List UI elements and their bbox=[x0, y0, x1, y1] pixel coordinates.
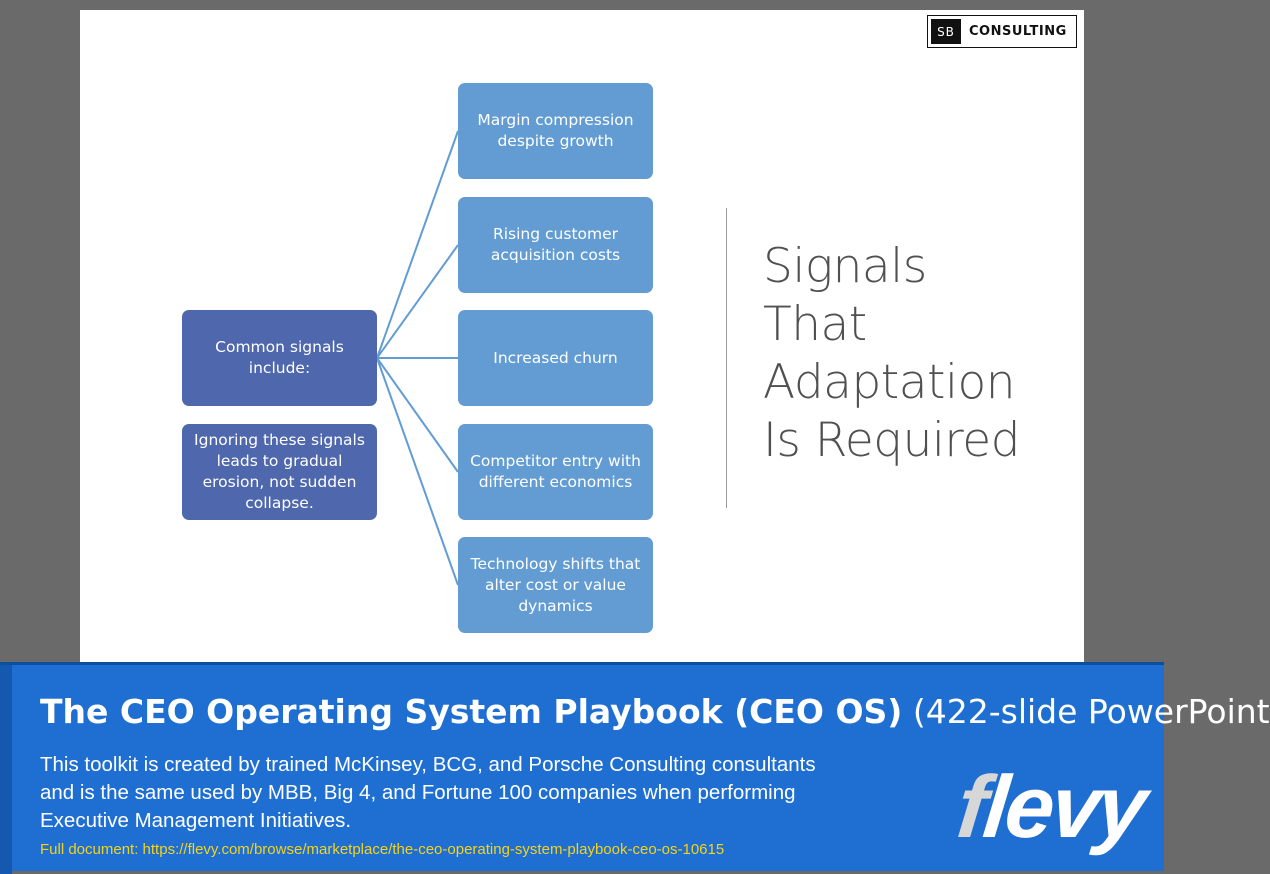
description-line: Executive Management Initiatives. bbox=[40, 809, 352, 832]
connector-line-4 bbox=[376, 357, 459, 473]
signal-label: Margin compression despite growth bbox=[477, 111, 634, 150]
slide-title-line: Adaptation bbox=[763, 355, 1016, 410]
connector-line-5 bbox=[376, 357, 459, 586]
flevy-logo-rest: levy bbox=[979, 757, 1149, 856]
signal-label: Technology shifts that alter cost or val… bbox=[470, 554, 641, 615]
common-signals-box: Common signals include: bbox=[182, 310, 377, 406]
slide-title: Signals That Adaptation Is Required bbox=[763, 238, 1063, 470]
ignoring-signals-note-box: Ignoring these signals leads to gradual … bbox=[182, 424, 377, 520]
flevy-logo[interactable]: flevy bbox=[953, 757, 1149, 857]
signal-box-increased-churn: Increased churn bbox=[458, 310, 653, 406]
logo-text: CONSULTING bbox=[969, 24, 1067, 39]
document-description: This toolkit is created by trained McKin… bbox=[40, 751, 820, 835]
slide: SB CONSULTING Common signals include: Ig… bbox=[80, 10, 1084, 662]
document-title[interactable]: The CEO Operating System Playbook (CEO O… bbox=[40, 691, 1270, 733]
slide-title-line: Signals bbox=[763, 239, 927, 294]
signal-label: Competitor entry with different economic… bbox=[470, 452, 641, 491]
full-document-link[interactable]: Full document: https://flevy.com/browse/… bbox=[40, 841, 725, 858]
description-line: and is the same used by MBB, Big 4, and … bbox=[40, 781, 796, 804]
signal-label: Increased churn bbox=[493, 348, 618, 367]
document-title-main: The CEO Operating System Playbook (CEO O… bbox=[40, 692, 903, 731]
common-signals-label: Common signals include: bbox=[215, 338, 344, 377]
diagram-connectors bbox=[376, 130, 459, 586]
ignoring-signals-note-label: Ignoring these signals leads to gradual … bbox=[194, 431, 365, 512]
signal-box-competitor-entry: Competitor entry with different economic… bbox=[458, 424, 653, 520]
connector-line-2 bbox=[376, 244, 459, 359]
logo-mark: SB bbox=[931, 19, 961, 44]
description-line: This toolkit is created by trained McKin… bbox=[40, 753, 816, 776]
signal-box-technology-shifts: Technology shifts that alter cost or val… bbox=[458, 537, 653, 633]
slide-title-line: Is Required bbox=[763, 413, 1020, 468]
signal-label: Rising customer acquisition costs bbox=[490, 225, 621, 264]
banner-accent-strip bbox=[0, 665, 12, 874]
signal-box-customer-acquisition: Rising customer acquisition costs bbox=[458, 197, 653, 293]
connector-line-1 bbox=[376, 130, 459, 359]
vertical-divider bbox=[726, 208, 727, 508]
signal-box-margin-compression: Margin compression despite growth bbox=[458, 83, 653, 179]
sb-consulting-logo: SB CONSULTING bbox=[927, 15, 1077, 48]
flevy-banner: The CEO Operating System Playbook (CEO O… bbox=[0, 662, 1270, 874]
document-title-subtitle: (422-slide PowerPoint bbox=[902, 692, 1270, 731]
slide-title-line: That bbox=[763, 297, 867, 352]
